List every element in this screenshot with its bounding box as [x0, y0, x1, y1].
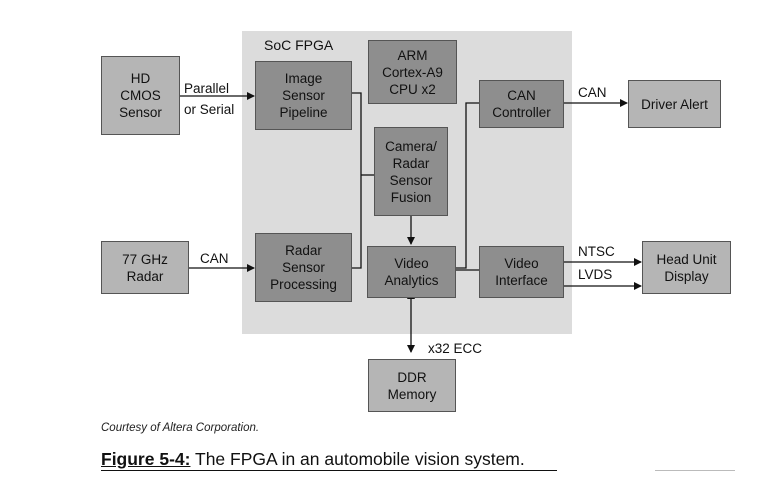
sensor-fusion-block: Camera/ Radar Sensor Fusion: [374, 127, 448, 216]
video-analytics-block: Video Analytics: [367, 246, 456, 298]
wire-isp-to-fusion: [352, 92, 362, 269]
can-controller-block: CAN Controller: [479, 80, 564, 128]
can-alert-label: CAN: [578, 85, 607, 100]
image-credit: Courtesy of Altera Corporation.: [101, 422, 260, 434]
figure-caption-text: The FPGA in an automobile vision system.: [190, 449, 525, 469]
radar-processing-block: Radar Sensor Processing: [255, 233, 352, 302]
image-sensor-pipeline-block: Image Sensor Pipeline: [255, 61, 352, 130]
parallel-or-serial-label: Parallel or Serial: [184, 81, 235, 117]
ntsc-label: NTSC: [578, 244, 615, 259]
lvds-label: LVDS: [578, 267, 613, 282]
driver-alert-block: Driver Alert: [628, 80, 721, 128]
wire-analytics-to-can: [456, 102, 479, 269]
caption-rule: [101, 470, 557, 471]
can-radar-label: CAN: [200, 251, 229, 266]
soc-fpga-label: SoC FPGA: [264, 37, 334, 53]
hd-cmos-sensor-block: HD CMOS Sensor: [101, 56, 180, 135]
caption-rule-faint: [655, 470, 735, 471]
video-interface-block: Video Interface: [479, 246, 564, 298]
arm-cpu-block: ARM Cortex-A9 CPU x2: [368, 40, 457, 104]
figure-number: Figure 5-4:: [101, 449, 191, 469]
ddr-memory-block: DDR Memory: [368, 359, 456, 412]
radar-block: 77 GHz Radar: [101, 241, 189, 294]
x32-ecc-label: x32 ECC: [428, 341, 483, 356]
figure-caption: Figure 5-4: The FPGA in an automobile vi…: [101, 449, 525, 470]
head-unit-display-block: Head Unit Display: [642, 241, 731, 294]
